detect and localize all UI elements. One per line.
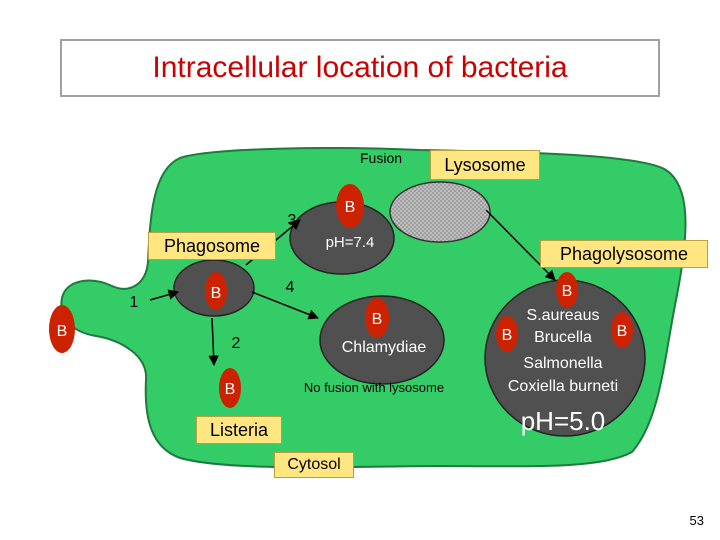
chlamydiae-vacuole — [319, 295, 445, 385]
bacterium-outside — [49, 305, 75, 353]
step-2: 2 — [232, 335, 241, 352]
step-4: 4 — [286, 279, 295, 296]
phagolysosome-bacterium-4: Coxiella burneti — [508, 378, 618, 395]
step-3: 3 — [288, 212, 297, 229]
bacterium-cytosol — [219, 368, 241, 408]
lysosome-label: Lysosome — [430, 150, 540, 180]
phagolysosome-bacterium-1: S.aureaus — [527, 307, 600, 324]
bacterium-label: B — [345, 199, 356, 216]
arrow-2 — [208, 317, 219, 367]
arrow-fusion — [485, 209, 556, 281]
phagolysosome-label: Phagolysosome — [540, 240, 708, 268]
phagolysosome-bacterium-2: Brucella — [534, 329, 592, 346]
bacterium-phagolysosome-top — [556, 272, 578, 308]
bacterium-phagolysosome-right — [611, 312, 633, 348]
page-number: 53 — [689, 513, 704, 528]
lysosome — [389, 181, 491, 243]
bacterium-label: B — [502, 327, 513, 344]
step-1: 1 — [130, 294, 139, 311]
bacterium-label: B — [57, 323, 68, 340]
bacterium-phagolysosome-left — [496, 316, 518, 352]
bacterium-chlamydiae — [365, 298, 389, 338]
bacterium-left-phagosome — [205, 272, 227, 310]
bacterium-label: B — [211, 285, 222, 302]
bacterium-label: B — [225, 381, 236, 398]
listeria-label: Listeria — [196, 416, 282, 444]
arrow-1 — [149, 289, 180, 301]
chlamydiae-label: Chlamydiae — [342, 339, 427, 356]
arrow-4 — [251, 291, 319, 320]
ph-phagosome: pH=7.4 — [326, 234, 375, 251]
bacterium-label: B — [372, 311, 383, 328]
title-box: Intracellular location of bacteria — [60, 39, 660, 97]
bacterium-label: B — [562, 283, 573, 300]
bacterium-label: B — [617, 323, 628, 340]
phagolysosome-bacterium-3: Salmonella — [523, 355, 602, 372]
ph-phagolysosome: pH=5.0 — [521, 406, 606, 436]
no-fusion-label: No fusion with lysosome — [304, 380, 444, 395]
page-title: Intracellular location of bacteria — [152, 51, 568, 84]
phagosome-label: Phagosome — [148, 232, 276, 260]
fusion-label: Fusion — [360, 150, 403, 166]
bacterium-upper-phagosome — [336, 184, 364, 228]
cytosol-label: Cytosol — [274, 452, 354, 478]
